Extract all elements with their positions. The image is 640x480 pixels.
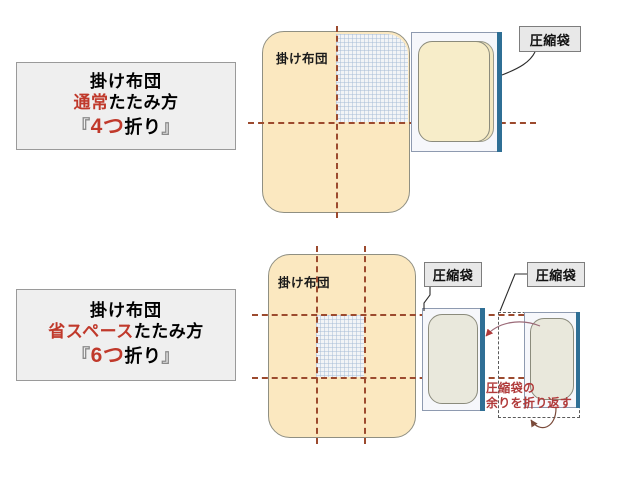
- leader-line-bottom-right-callout: [499, 273, 527, 312]
- caption-box-bottom: 掛け布団 省スペースたたみ方 『6つ折り』: [16, 289, 236, 381]
- futon-bottom-hatched-cell: [316, 315, 364, 377]
- caption-top-line3-rest: 折り: [124, 116, 162, 137]
- caption-bottom-bracket-close: 』: [161, 345, 180, 366]
- caption-top-line3: 『4つ折り』: [72, 114, 180, 140]
- callout-compression-bag-bottom-left: 圧縮袋: [424, 262, 482, 287]
- caption-bottom-line3-rest: 折り: [124, 345, 162, 366]
- futon-bottom-label: 掛け布団: [278, 276, 331, 290]
- caption-bottom-line2-accent: 省スペース: [48, 322, 134, 342]
- caption-top-bracket-open: 『: [72, 116, 91, 137]
- compression-bag-top-seal: [497, 32, 502, 152]
- caption-top-line1: 掛け布団: [90, 72, 162, 92]
- fold-line-vertical-top: [336, 26, 338, 218]
- fold-line-horizontal-bottom-2: [252, 377, 544, 379]
- compression-bag-bottom-left-seal: [480, 308, 485, 411]
- caption-bottom-line3: 『6つ折り』: [72, 343, 180, 369]
- caption-bottom-line1: 掛け布団: [90, 301, 162, 321]
- note-fold-excess-line2: 余りを折り返す: [486, 396, 573, 410]
- note-fold-excess: 圧縮袋の 余りを折り返す: [486, 381, 572, 411]
- compression-bag-bottom-right-seal: [576, 312, 580, 408]
- caption-top-fold-count: 4つ: [90, 114, 125, 138]
- futon-top-hatched-quadrant: [336, 34, 408, 122]
- fold-line-horizontal-top: [248, 122, 536, 124]
- caption-top-bracket-close: 』: [161, 116, 180, 137]
- compression-bag-top-folded-futon: [418, 41, 490, 142]
- caption-bottom-line2: 省スペースたたみ方: [48, 322, 203, 343]
- caption-box-top: 掛け布団 通常たたみ方 『4つ折り』: [16, 62, 236, 150]
- futon-top-label: 掛け布団: [276, 52, 329, 66]
- caption-top-line2-rest: たたみ方: [108, 93, 179, 113]
- caption-top-line2-accent: 通常: [73, 93, 109, 113]
- note-fold-excess-line1: 圧縮袋の: [486, 381, 536, 395]
- compression-bag-bottom-left-folded-futon: [428, 314, 478, 404]
- caption-bottom-line2-rest: たたみ方: [133, 322, 204, 342]
- callout-compression-bag-top: 圧縮袋: [519, 26, 581, 52]
- fold-line-horizontal-bottom-1: [252, 314, 544, 316]
- caption-bottom-bracket-open: 『: [72, 345, 91, 366]
- leader-line-top-callout: [501, 51, 536, 76]
- caption-top-line2: 通常たたみ方: [74, 93, 179, 114]
- fold-line-vertical-bottom-1: [316, 246, 318, 444]
- callout-compression-bag-bottom-right: 圧縮袋: [527, 262, 585, 287]
- fold-line-vertical-bottom-2: [364, 246, 366, 444]
- caption-bottom-fold-count: 6つ: [90, 343, 125, 367]
